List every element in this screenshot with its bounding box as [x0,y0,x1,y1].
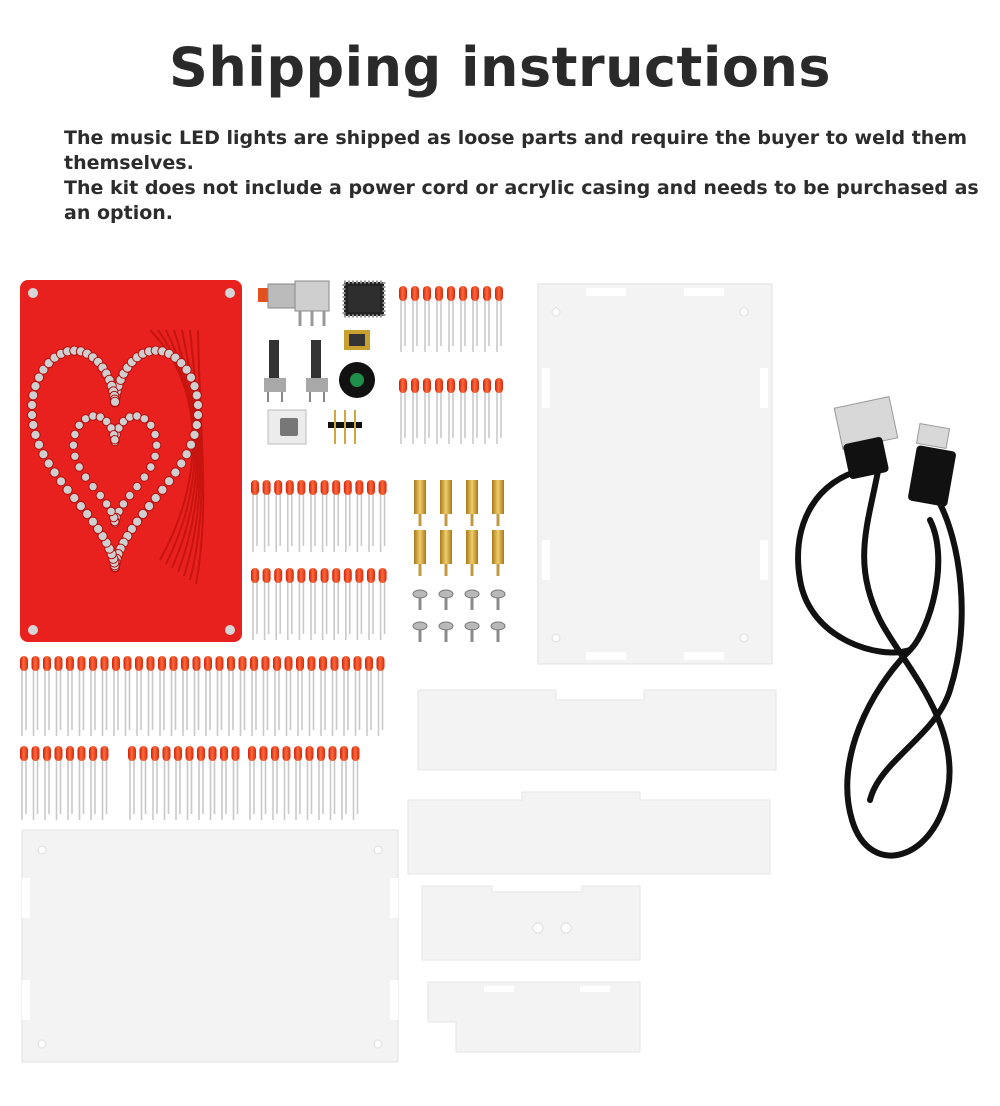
description: The music LED lights are shipped as loos… [64,126,994,226]
standoffs-and-screws [412,480,506,642]
acrylic-end-panel-1 [421,885,641,961]
usb-a-plug [833,396,899,480]
buzzer-component [339,362,375,398]
crystal-component [344,330,370,350]
led-bundles [20,286,503,820]
description-line-2: The kit does not include a power cord or… [64,177,979,224]
description-line-1: The music LED lights are shipped as loos… [64,127,967,174]
kit-parts-photo [20,280,965,1063]
capacitor-component [267,409,307,445]
acrylic-end-panel-2 [427,981,641,1053]
acrylic-panels [21,283,777,1063]
micro-usb-plug [908,422,956,507]
potentiometer-left [264,340,286,402]
acrylic-panel-large-bottom [21,829,399,1063]
switch-component [258,280,330,326]
acrylic-panel-large-top [537,283,773,665]
usb-cable [795,396,965,859]
page-title: Shipping instructions [168,36,832,99]
acrylic-side-panel-2 [407,791,771,875]
acrylic-side-panel-1 [417,689,777,771]
potentiometer-right [306,340,328,402]
pcb-board [20,280,242,642]
microcontroller-chip [342,280,386,318]
pin-header [328,410,362,444]
